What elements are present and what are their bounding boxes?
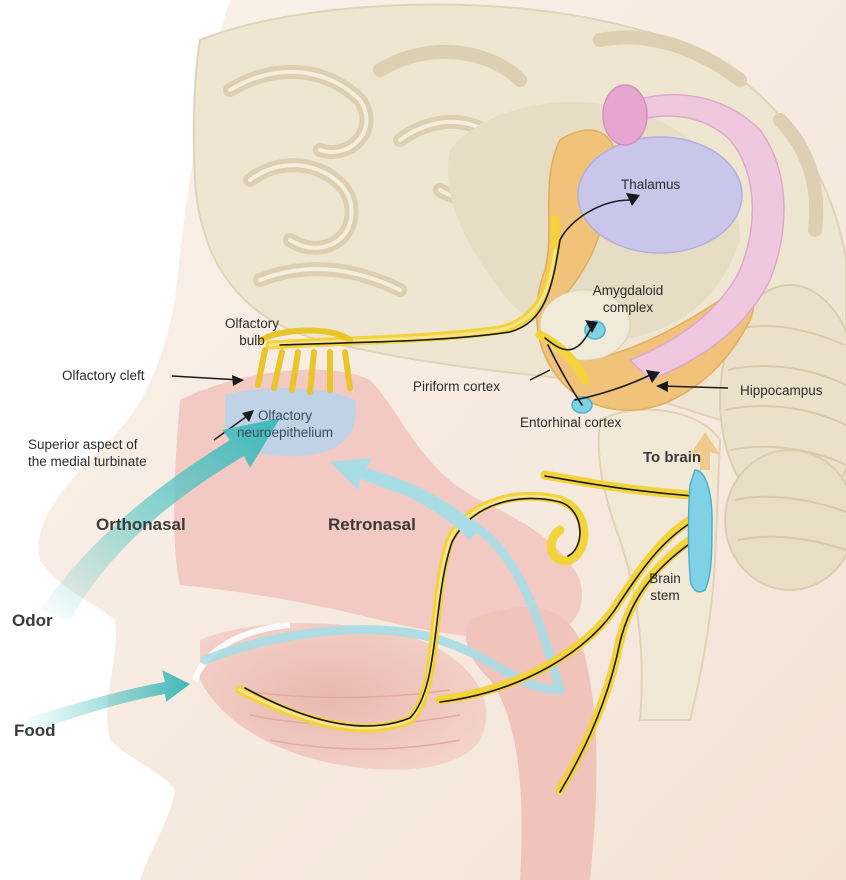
label-entorhinal-cortex: Entorhinal cortex	[520, 414, 621, 431]
label-piriform-cortex: Piriform cortex	[413, 378, 500, 395]
label-amygdaloid-complex: Amygdaloid complex	[578, 282, 678, 316]
label-brain-stem: Brain stem	[640, 570, 690, 604]
label-thalamus: Thalamus	[621, 176, 680, 193]
label-olfactory-neuroepithelium: Olfactory neuroepithelium	[210, 407, 360, 441]
thalamus-shape	[578, 137, 742, 253]
label-superior-aspect: Superior aspect of the medial turbinate	[28, 436, 147, 470]
label-orthonasal: Orthonasal	[96, 516, 186, 533]
label-olfactory-cleft: Olfactory cleft	[62, 367, 145, 384]
label-hippocampus: Hippocampus	[740, 382, 823, 399]
label-food: Food	[14, 722, 56, 739]
brainstem-nucleus	[689, 470, 713, 592]
label-odor: Odor	[12, 612, 53, 629]
label-olfactory-bulb: Olfactory bulb	[212, 315, 292, 349]
label-retronasal: Retronasal	[328, 516, 416, 533]
label-to-brain: To brain	[643, 449, 701, 466]
